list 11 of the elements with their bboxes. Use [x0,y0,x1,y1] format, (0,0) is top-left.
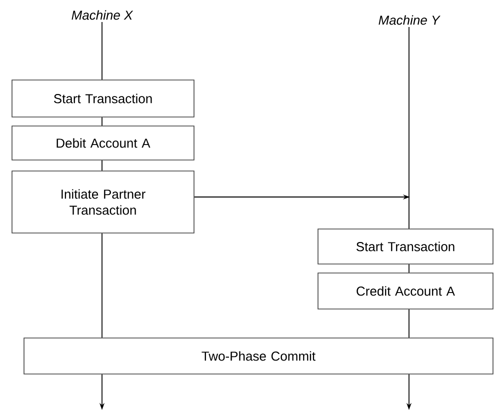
process-box: Initiate Partner Transaction [12,170,194,234]
process-box: Two-Phase Commit [24,338,494,374]
process-box: Start Transaction [318,228,494,264]
process-box: Debit Account A [12,126,194,160]
connector-line [408,308,410,338]
lifeline-label: Machine X [72,10,134,20]
process-box: Credit Account A [318,272,494,310]
connector-line [408,264,410,274]
connector-line [408,26,410,230]
process-box: Start Transaction [12,80,194,118]
lifeline-label: Machine Y [378,15,440,25]
